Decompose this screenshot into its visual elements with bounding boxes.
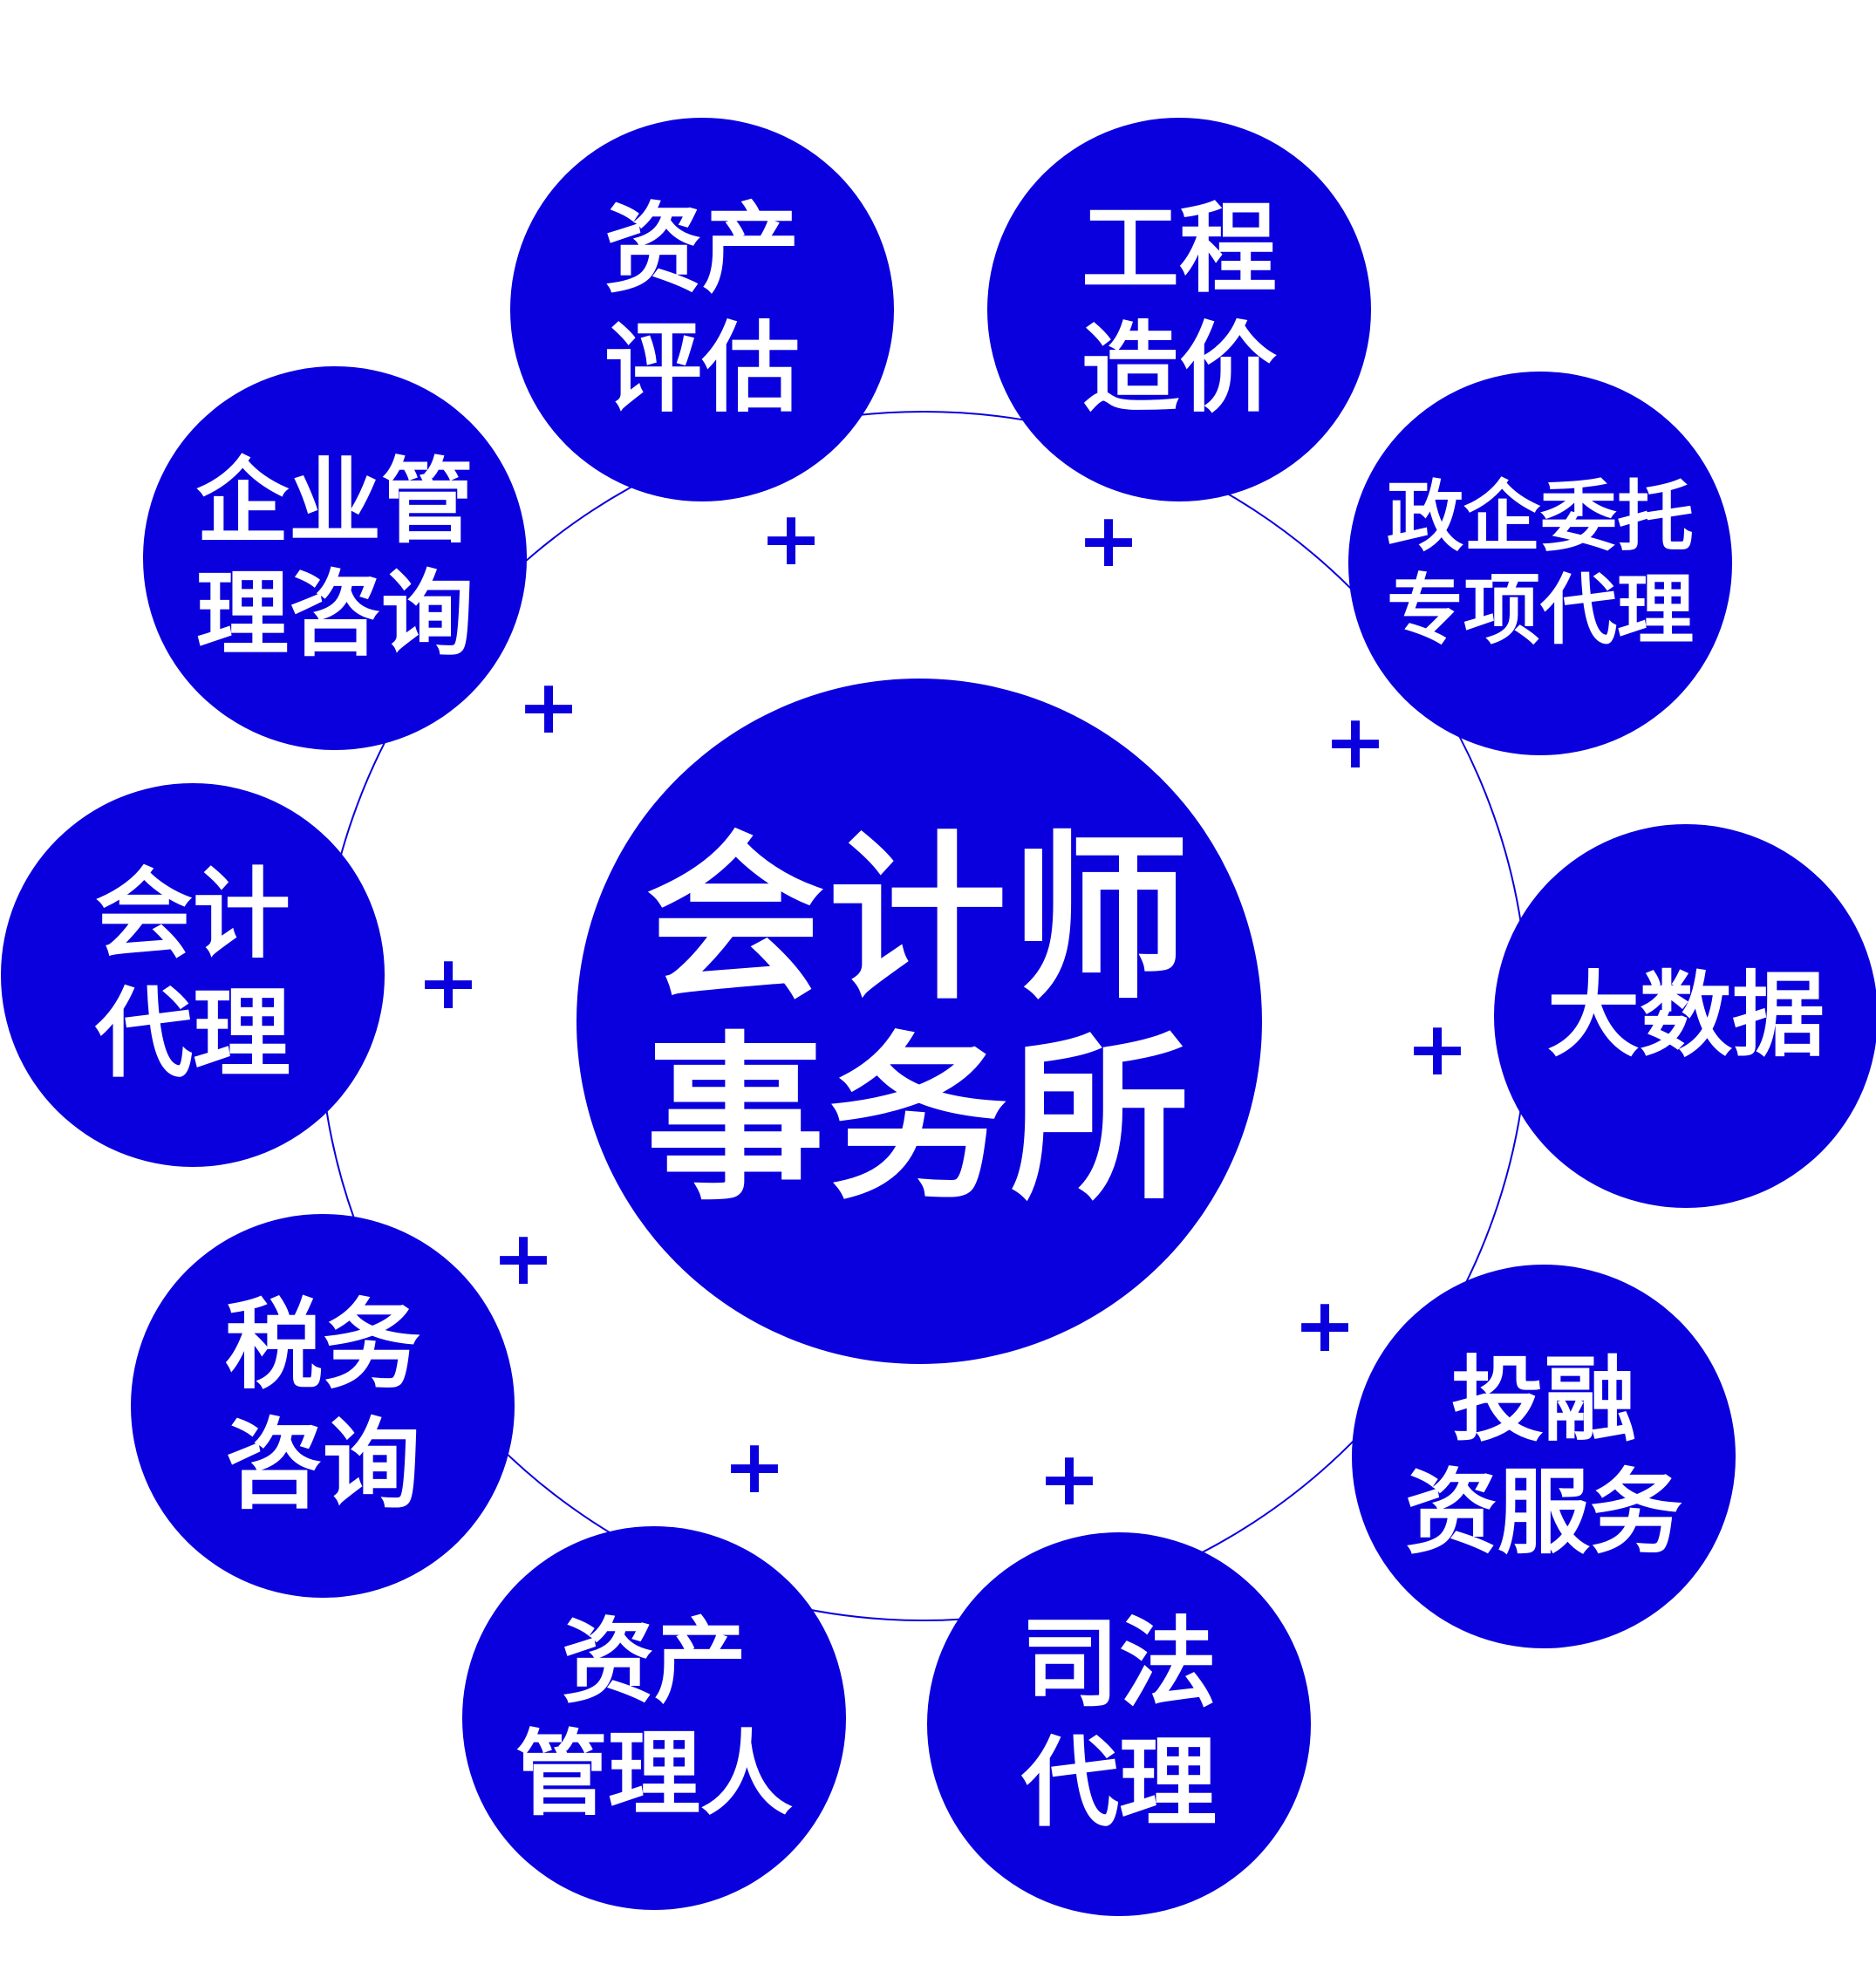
- service-label-line: 专项代理: [1386, 565, 1694, 655]
- center-accounting-firm: 会计师 事务所: [576, 679, 1262, 1364]
- service-node-asset-manager: 资产管理人: [462, 1526, 846, 1910]
- service-label-line: 司法: [1021, 1607, 1217, 1722]
- service-label-line: 企业管: [196, 447, 474, 556]
- plus-connector: +: [516, 664, 581, 751]
- service-node-government-agency: 政企委托专项代理: [1348, 372, 1732, 755]
- service-label-line: 资产: [604, 193, 800, 307]
- service-node-tax-consulting: 税务咨询: [131, 1214, 515, 1598]
- service-label-line: 工程: [1081, 193, 1277, 307]
- service-label-line: 政企委托: [1386, 471, 1694, 562]
- plus-connector: +: [1076, 497, 1141, 584]
- service-label-line: 评估: [604, 312, 800, 426]
- plus-connector: +: [1293, 1282, 1357, 1369]
- plus-connector: +: [1037, 1436, 1102, 1523]
- plus-connector: +: [491, 1215, 556, 1302]
- service-label-line: 咨询: [225, 1408, 420, 1522]
- plus-connector: +: [722, 1423, 787, 1511]
- service-label-line: 资服务: [1405, 1459, 1682, 1566]
- service-node-asset-evaluation: 资产评估: [510, 118, 894, 501]
- service-label-line: 大数据: [1547, 962, 1825, 1070]
- service-label-line: 造价: [1081, 312, 1277, 426]
- service-label-line: 代理: [1021, 1727, 1217, 1840]
- plus-connector: +: [759, 495, 823, 583]
- service-label-line: 税务: [225, 1289, 420, 1403]
- service-node-big-data: 大数据: [1494, 824, 1876, 1208]
- plus-connector: +: [1323, 699, 1388, 786]
- service-label-line: 投融: [1451, 1346, 1636, 1454]
- service-label-line: 资产: [562, 1607, 747, 1715]
- service-label-line: 理咨询: [196, 561, 474, 668]
- service-node-accounting-agency: 会计代理: [1, 783, 385, 1167]
- plus-connector: +: [1405, 1006, 1470, 1093]
- service-label-line: 代理: [95, 978, 290, 1091]
- plus-connector: +: [416, 939, 481, 1027]
- center-label-line-1: 会计师: [645, 816, 1193, 1025]
- service-node-engineering-cost: 工程造价: [987, 118, 1371, 501]
- service-node-investment-financing: 投融资服务: [1352, 1265, 1736, 1648]
- service-node-enterprise-consulting: 企业管理咨询: [143, 366, 527, 750]
- center-label-line-2: 事务所: [645, 1017, 1193, 1224]
- service-node-judicial-agency: 司法代理: [927, 1532, 1311, 1916]
- service-label-line: 会计: [95, 858, 290, 972]
- service-label-line: 管理人: [515, 1721, 793, 1828]
